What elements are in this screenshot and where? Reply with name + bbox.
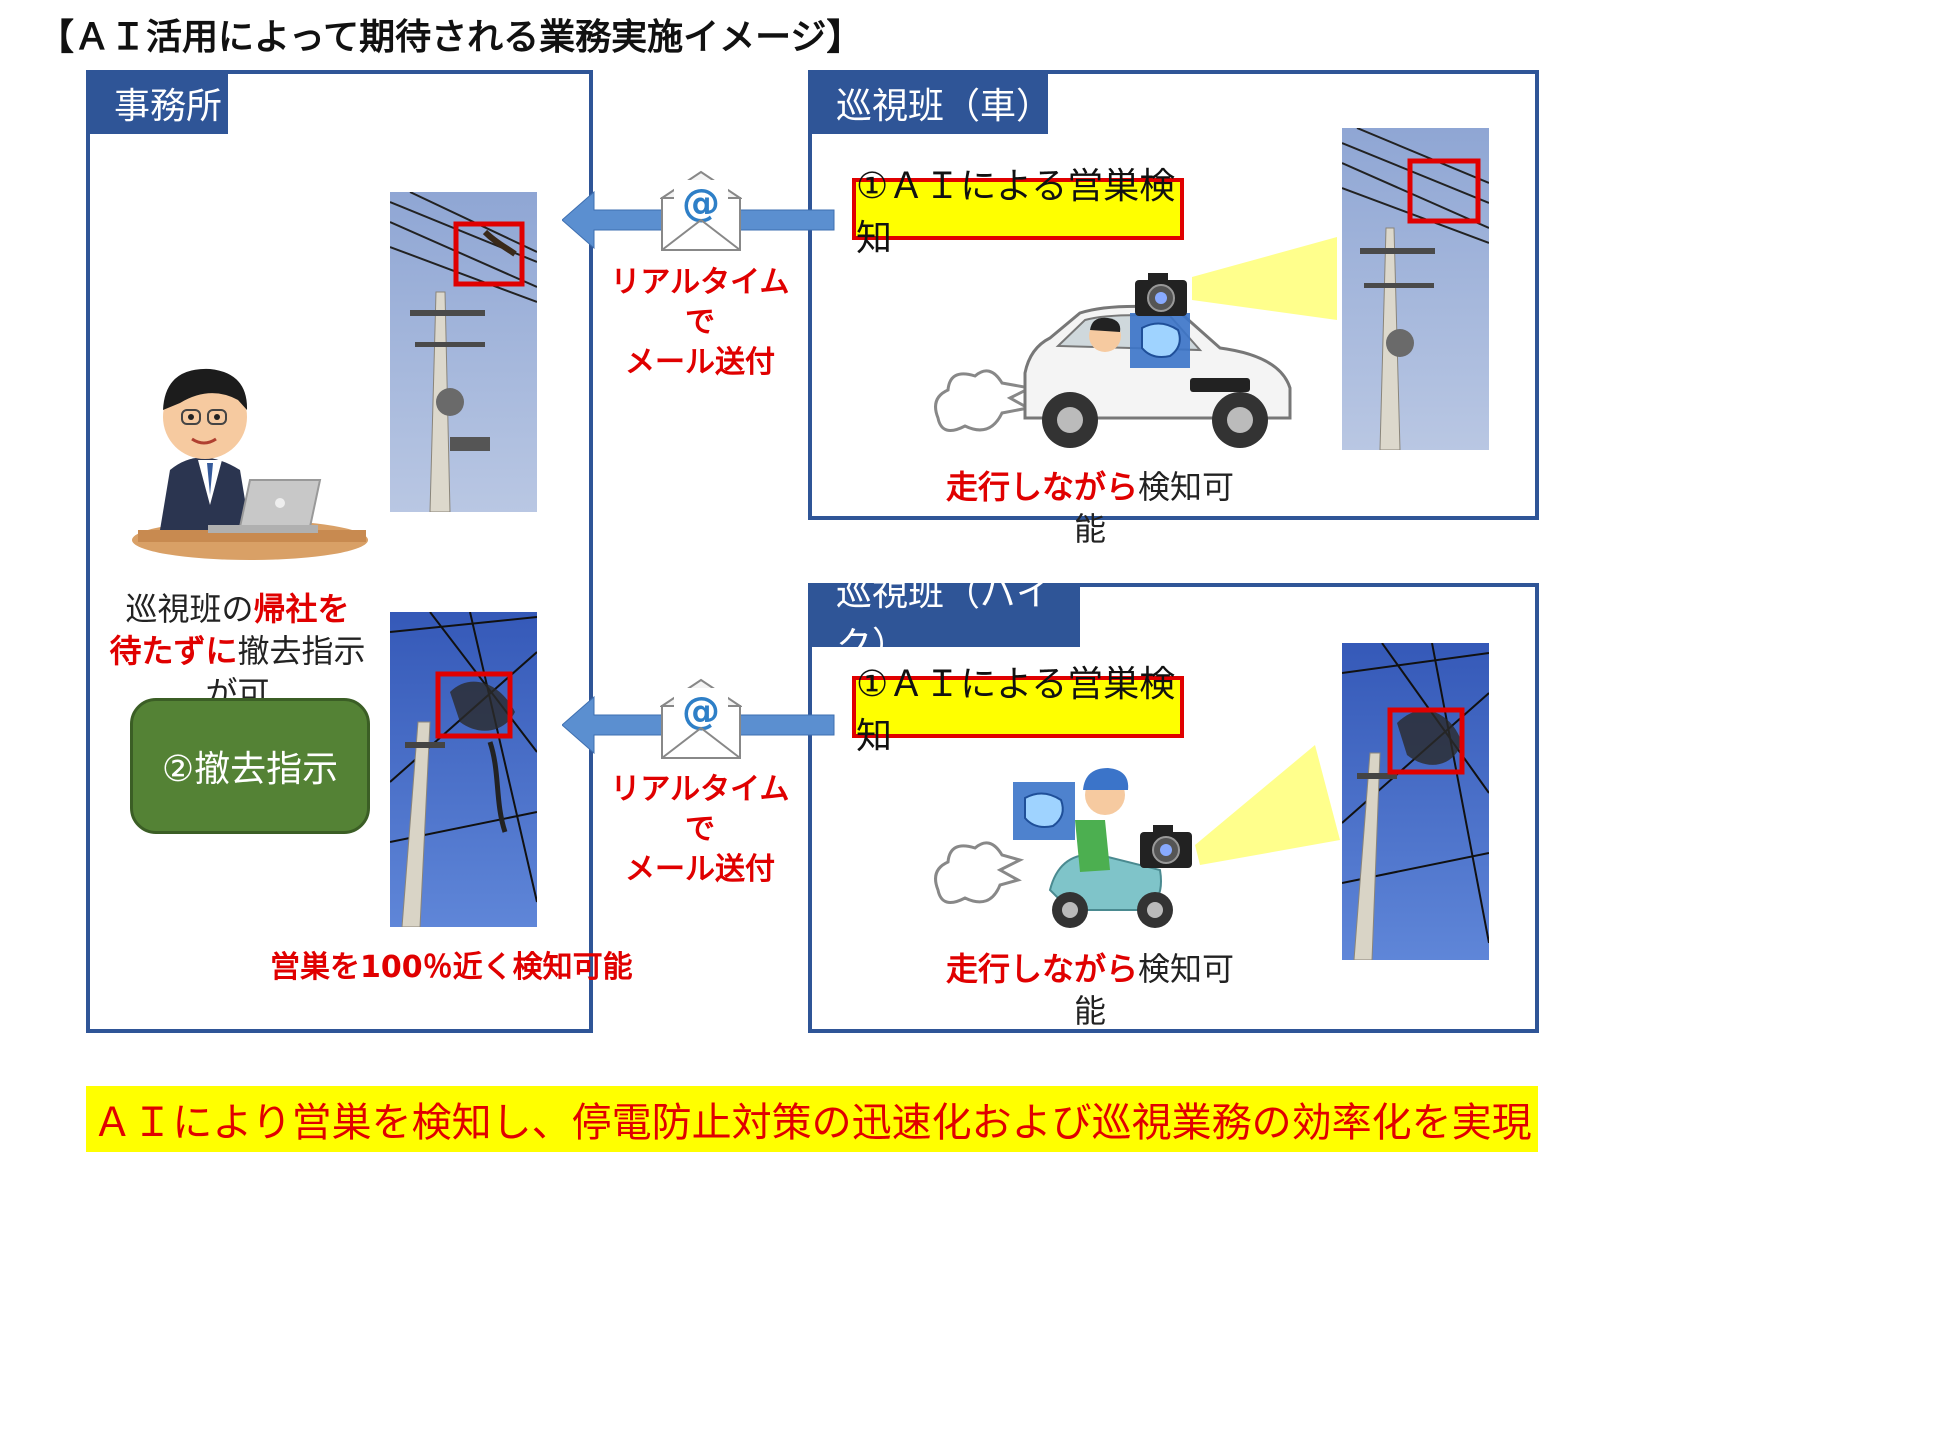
svg-text:@: @ xyxy=(682,689,720,733)
summary-banner: ＡＩにより営巣を検知し、停電防止対策の迅速化および巡視業務の効率化を実現 xyxy=(86,1086,1538,1152)
bike-ai-detection-label: ①ＡＩによる営巣検知 xyxy=(852,664,1184,757)
bike-pole-photo xyxy=(1342,643,1489,960)
caption-text: 検知可能 xyxy=(1073,950,1235,1030)
mail-note-line: リアルタイムで xyxy=(610,265,790,340)
page-title: 【ＡＩ活用によって期待される業務実施イメージ】 xyxy=(38,17,863,58)
car-ai-detection-label: ①ＡＩによる営巣検知 xyxy=(852,166,1184,259)
exhaust-cloud-icon xyxy=(934,841,1025,904)
car-caption: 走行しながら検知可能 xyxy=(940,466,1240,550)
caption-highlight: 帰社を xyxy=(253,590,350,628)
mail-note-line: リアルタイムで xyxy=(610,772,790,847)
caption-text: 巡視班の xyxy=(125,590,254,628)
camera-light-beam xyxy=(1192,232,1342,322)
mail-note-line: メール送付 xyxy=(625,345,775,380)
caption-highlight: 待たずに xyxy=(109,632,238,670)
mail-note-top: リアルタイムで メール送付 xyxy=(600,263,800,383)
camera-light-beam xyxy=(1195,740,1345,870)
office-worker-illustration xyxy=(130,355,375,565)
car-pole-photo xyxy=(1342,128,1489,450)
mail-envelope-icon: @ xyxy=(658,678,744,760)
office-tab: 事務所 xyxy=(88,72,228,134)
remove-instruction-button[interactable]: ②撤去指示 xyxy=(130,698,370,834)
camera-icon xyxy=(1140,825,1192,868)
caption-highlight: 走行しながら xyxy=(945,468,1138,506)
utility-pole-photo-bottom xyxy=(390,612,537,927)
car-team-tab: 巡視班（車） xyxy=(810,72,1052,134)
mail-note-bottom: リアルタイムで メール送付 xyxy=(600,770,800,890)
exhaust-cloud-icon xyxy=(934,369,1035,432)
caption-highlight: 走行しながら xyxy=(945,950,1138,988)
svg-text:@: @ xyxy=(682,181,720,225)
office-caption: 巡視班の帰社を 待たずに撤去指示が可 xyxy=(100,588,375,714)
patrol-car-illustration xyxy=(930,268,1300,453)
camera-icon xyxy=(1135,273,1187,316)
bike-team-tab: 巡視班（バイク） xyxy=(810,573,1080,666)
mail-envelope-icon: @ xyxy=(658,170,744,252)
bike-caption: 走行しながら検知可能 xyxy=(940,948,1240,1032)
mail-note-line: メール送付 xyxy=(625,852,775,887)
utility-pole-photo-top xyxy=(390,192,537,512)
accuracy-note: 営巣を100％近く検知可能 xyxy=(270,950,633,985)
patrol-bike-illustration xyxy=(930,760,1200,930)
caption-text: 検知可能 xyxy=(1073,468,1235,548)
